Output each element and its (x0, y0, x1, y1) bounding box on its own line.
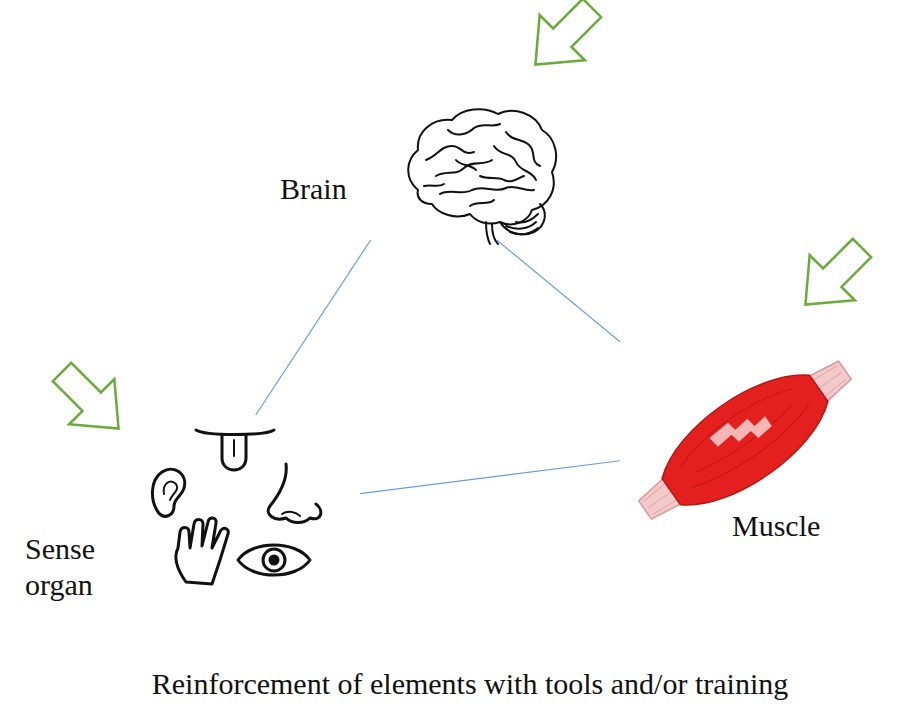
node-label: Brain (280, 171, 347, 207)
muscle-drawing (621, 336, 868, 544)
sense-organ-node: Sense organ (20, 415, 360, 615)
connector-line (256, 240, 371, 415)
connector-line (360, 461, 620, 494)
sense-icons (152, 430, 320, 584)
brain-drawing (408, 109, 556, 244)
muscle-node: Muscle (620, 330, 870, 560)
reinforce-arrow (513, 0, 615, 87)
reinforce-arrow (783, 225, 885, 327)
node-label: Muscle (732, 508, 820, 544)
reinforce-arrow (39, 349, 141, 451)
caption: Reinforcement of elements with tools and… (30, 666, 900, 702)
node-label: Sense organ (25, 531, 155, 603)
connector-line (497, 240, 620, 342)
brain-node: Brain (270, 105, 560, 240)
